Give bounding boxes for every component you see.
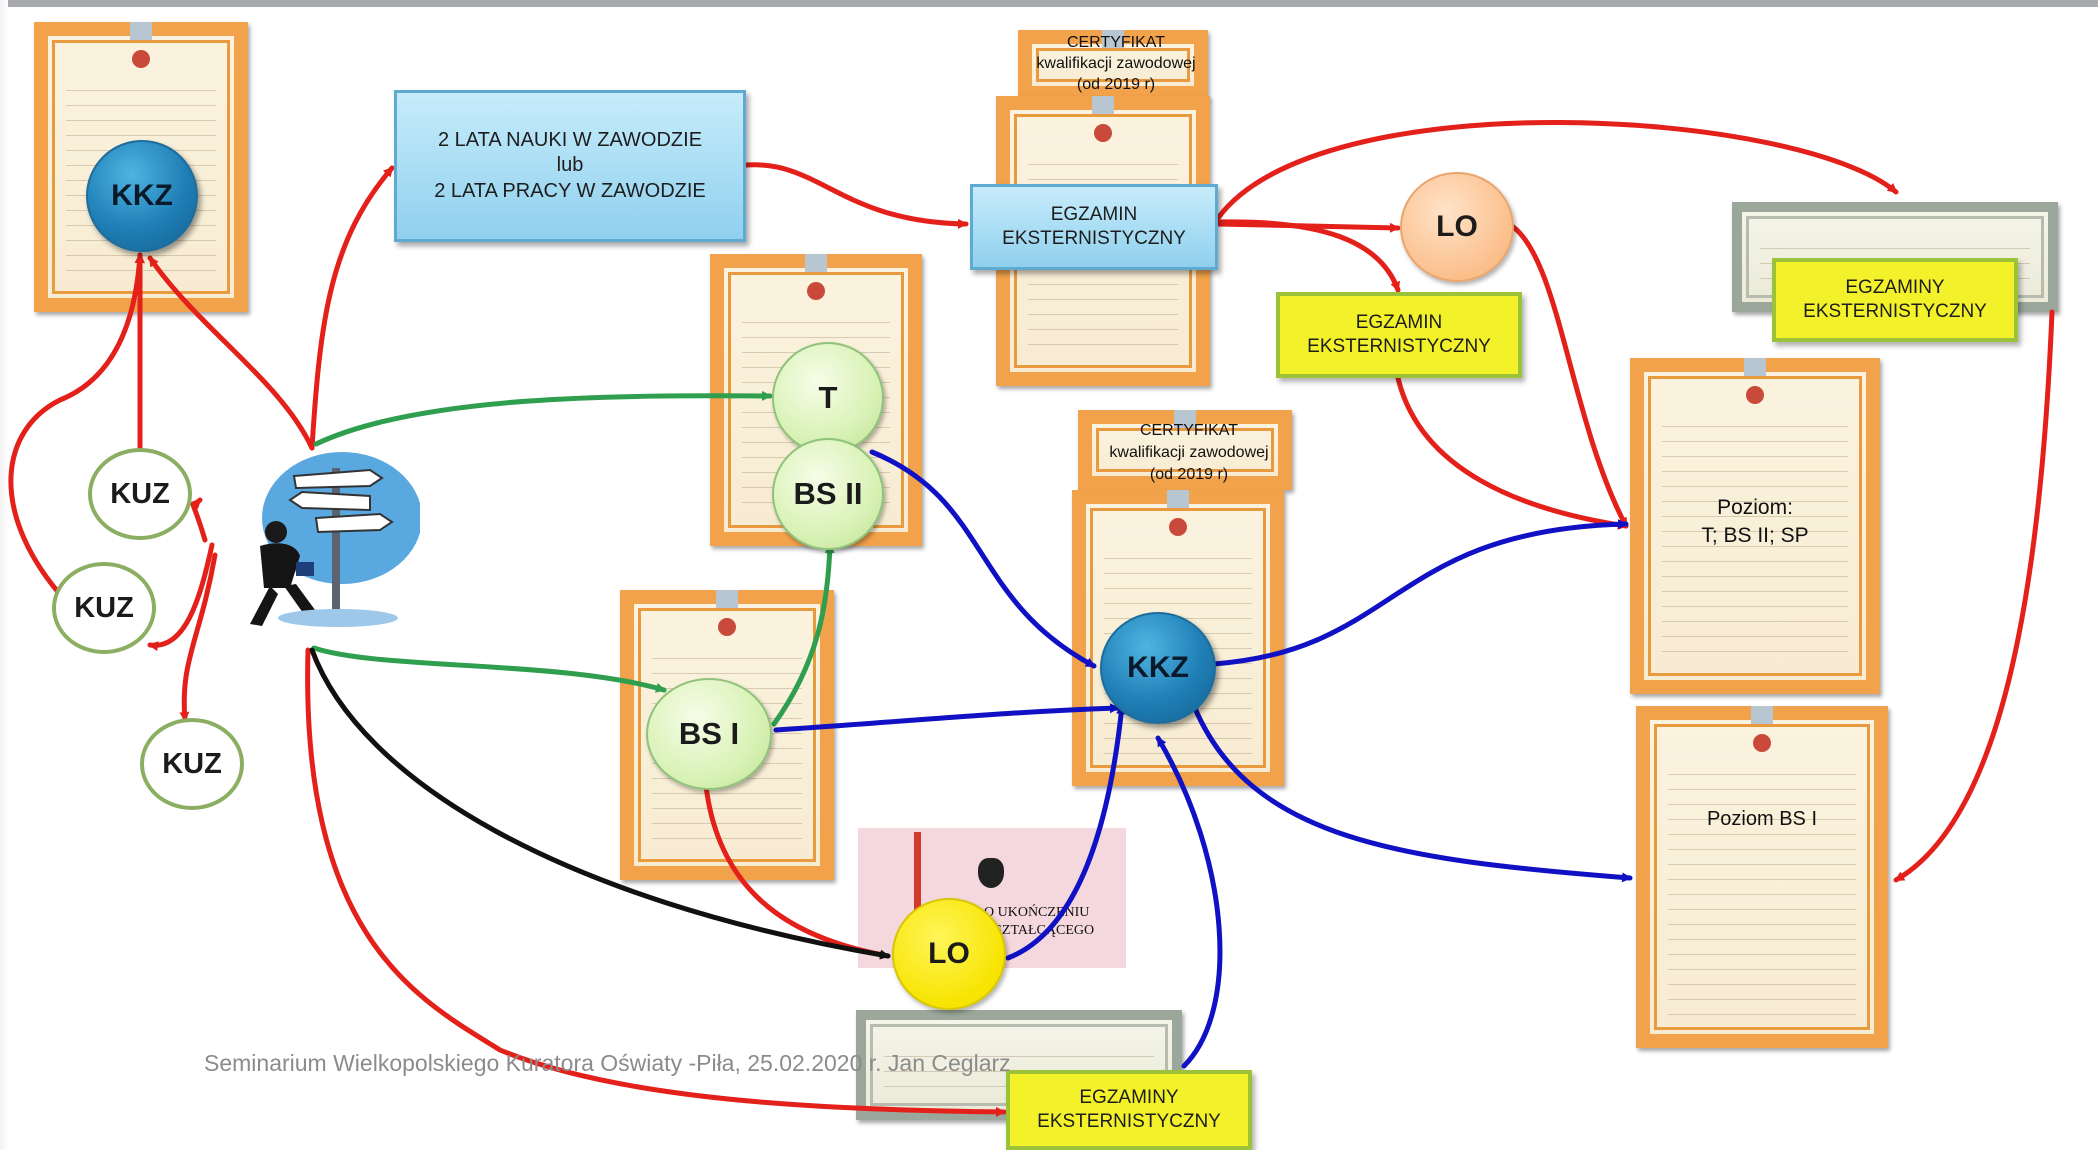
exam-middle-line-2: EKSTERNISTYCZNY (1307, 336, 1491, 357)
exams-bottom-box: EGZAMINY EKSTERNISTYCZNY (1006, 1070, 1252, 1150)
t-circle: T (772, 342, 884, 454)
cert-middle-text: CERTYFIKAT kwalifikacji zawodowej (od 20… (1086, 420, 1292, 486)
arrow-person-to-kkz (147, 255, 315, 451)
kuz-circle-2: KUZ (52, 562, 156, 654)
arrow-kkz-to-diploma-bs1 (1191, 703, 1633, 883)
cert-top-text: CERTYFIKAT kwalifikacji zawodowej (od 20… (1010, 32, 1222, 95)
arrow-person-to-lo-bottom (309, 647, 891, 960)
arrow-person-to-learning (309, 165, 395, 451)
arrow-kuz-loop-3 (179, 552, 218, 723)
exams-bottom-line-1: EGZAMINY (1079, 1086, 1179, 1108)
learning-box-line-1: 2 LATA NAUKI W ZAWODZIE (437, 128, 703, 151)
exams-right-line-2: EKSTERNISTYCZNY (1803, 301, 1987, 322)
arrow-kuz-loop-2 (147, 542, 215, 652)
top-border (0, 0, 2098, 7)
arrow-kuz2-to-kkz (8, 252, 145, 595)
exam-middle-line-1: EGZAMIN (1355, 311, 1443, 333)
cert-top-subtitle: kwalifikacji zawodowej (1036, 55, 1196, 72)
lo-cert-line-2: KSZTAŁCĄCEGO (984, 923, 1095, 938)
arrow-person-to-bs1 (311, 645, 667, 693)
arrow-learning-to-exam (743, 162, 969, 229)
eagle-icon (978, 858, 1004, 888)
diploma-levels-text: Poziom: T; BS II; SP (1630, 494, 1880, 550)
arrow-lo-to-diploma (1509, 223, 1629, 529)
arrow-exam-middle-to-diploma (1395, 375, 1629, 530)
arrow-zaswiadczenie-to-diploma-bs1 (1893, 309, 2055, 883)
exam-top-box: EGZAMIN EKSTERNISTYCZNY (970, 184, 1218, 270)
bs2-circle: BS II (772, 438, 884, 550)
lo-bottom-circle: LO (892, 898, 1006, 1010)
cert-top-year: (od 2019 r) (1076, 76, 1156, 93)
arrow-person-to-t (313, 390, 773, 447)
diploma-level-bs1 (1636, 706, 1888, 1048)
learning-box-line-2: lub (556, 154, 584, 177)
cert-middle-title: CERTYFIKAT (1139, 422, 1239, 439)
kkz-top-circle: KKZ (86, 140, 198, 252)
left-border (0, 0, 8, 1150)
diploma-levels-value: T; BS II; SP (1701, 524, 1809, 547)
exams-right-box: EGZAMINY EKSTERNISTYCZNY (1772, 258, 2018, 342)
exam-top-line-2: EKSTERNISTYCZNY (1002, 228, 1186, 249)
person-signpost-icon (220, 448, 422, 634)
arrow-bs1-to-kkz (773, 703, 1121, 733)
certificate-cert-middle-back (1078, 410, 1292, 490)
arrow-kuz-loop-1 (190, 497, 208, 543)
exams-right-line-1: EGZAMINY (1845, 276, 1945, 298)
diploma-bs1-text: Poziom BS I (1706, 808, 1818, 830)
kkz-center-circle: KKZ (1100, 612, 1216, 724)
arrow-bs2-to-kkz (869, 449, 1097, 669)
arrow-exam-to-exam-middle (1215, 219, 1401, 293)
arrow-lo-to-kkz (1005, 703, 1127, 961)
exam-middle-box: EGZAMIN EKSTERNISTYCZNY (1276, 292, 1522, 378)
diploma-levels (1630, 358, 1880, 694)
kuz-circle-1: KUZ (88, 448, 192, 540)
exam-top-line-1: EGZAMIN (1050, 203, 1138, 225)
kuz-circle-3: KUZ (140, 718, 244, 810)
bs1-circle: BS I (646, 678, 772, 790)
cert-top-title: CERTYFIKAT (1066, 34, 1166, 51)
arrow-person-to-exams-bottom (305, 647, 1007, 1117)
arrow-exam-to-zaswiadczenie (1215, 120, 1899, 221)
arrow-bs1-to-bs2 (771, 542, 835, 727)
footer-caption: Seminarium Wielkopolskiego Kuratora Oświ… (204, 1050, 1011, 1076)
arrow-kkz-to-diploma-levels (1211, 519, 1629, 667)
learning-box-line-3: 2 LATA PRACY W ZAWODZIE (434, 179, 706, 202)
exams-bottom-line-2: EKSTERNISTYCZNY (1037, 1111, 1221, 1132)
learning-work-box: 2 LATA NAUKI W ZAWODZIE lub 2 LATA PRACY… (394, 90, 746, 242)
certificate-swiadectwo-middle (1072, 490, 1284, 786)
arrow-bs1-to-lo (703, 783, 891, 960)
lo-top-circle: LO (1400, 172, 1514, 282)
arrow-exams-bottom-to-kkz (1155, 735, 1223, 1069)
diploma-levels-label: Poziom: (1717, 496, 1793, 519)
cert-middle-subtitle: kwalifikacji zawodowej (1109, 444, 1269, 461)
cert-middle-year: (od 2019 r) (1149, 466, 1229, 483)
certificate-cert-top-back (1018, 30, 1208, 100)
